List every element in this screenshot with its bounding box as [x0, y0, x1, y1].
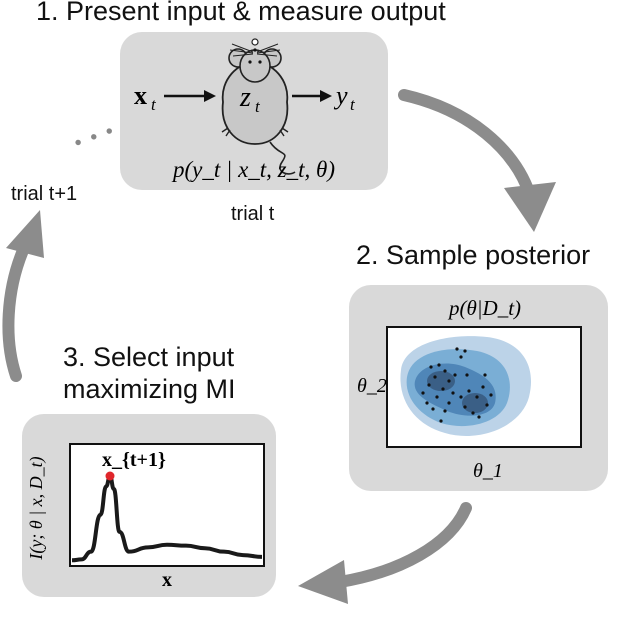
arrow-output-head — [320, 90, 332, 102]
step1-title: 1. Present input & measure output — [36, 0, 446, 26]
posterior-plot: p(θ|D_t) θ_2 θ_1 — [357, 296, 582, 482]
output-y-label: y — [333, 81, 348, 110]
arrow-step2-to-step3 — [334, 502, 472, 588]
arrow-step1-to-step2 — [398, 89, 536, 201]
mi-axes-frame — [69, 443, 265, 567]
mi-ylabel: I(y; θ | x, D_t) — [26, 456, 47, 560]
mi-plot: x_{t+1} x I(y; θ | x, D_t) — [26, 443, 265, 591]
input-x-label: x — [134, 81, 147, 110]
mi-peak-label: x_{t+1} — [102, 449, 166, 471]
step3-title-line1: 3. Select input — [63, 342, 235, 372]
arrow-input-head — [204, 90, 216, 102]
arrow-step3-to-step1-head — [6, 210, 44, 258]
step1-diagram: x t z t y t p(y_t | x_t, z_t, θ) — [134, 38, 356, 182]
posterior-ylabel: θ_2 — [357, 375, 387, 397]
posterior-xlabel: θ_1 — [473, 460, 503, 482]
arrow-step2-to-step3-head — [298, 560, 348, 604]
input-x-subscript: t — [151, 95, 157, 114]
trial-t-plus-1-label: trial t+1 — [11, 183, 78, 205]
posterior-mode-2 — [462, 393, 488, 413]
output-y-subscript: t — [350, 95, 356, 114]
step3-title-line2: maximizing MI — [63, 374, 236, 404]
latent-z-subscript: t — [255, 97, 261, 116]
arrow-step3-to-step1 — [2, 242, 30, 382]
step2-title: 2. Sample posterior — [356, 240, 591, 270]
mi-xlabel: x — [162, 569, 172, 591]
posterior-samples — [421, 347, 493, 423]
arrow-step1-to-step2-head — [504, 182, 556, 232]
mi-peak-marker — [105, 471, 115, 481]
trial-t-label: trial t — [231, 203, 275, 225]
likelihood-formula: p(y_t | x_t, z_t, θ) — [171, 157, 335, 182]
mi-curve — [71, 474, 263, 563]
mouse-icon — [221, 38, 296, 175]
posterior-mode-1 — [427, 371, 455, 391]
posterior-title: p(θ|D_t) — [447, 296, 521, 320]
latent-z-label: z — [239, 82, 251, 113]
